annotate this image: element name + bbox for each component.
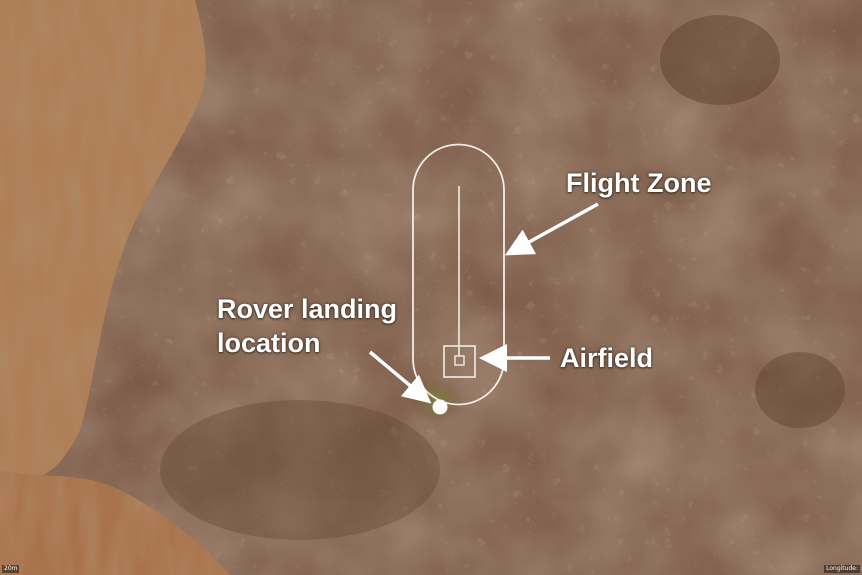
coordinate-readout: Longitude:	[824, 565, 860, 573]
rover-landing-label-line1: Rover landing	[217, 294, 398, 324]
flight-zone-label: Flight Zone	[566, 168, 712, 198]
flight-zone-arrow	[504, 202, 599, 256]
airfield-label: Airfield	[560, 343, 654, 373]
airfield-outer-box	[443, 345, 476, 378]
airfield-inner-box	[454, 355, 465, 366]
scale-bar-label: 20m	[2, 565, 20, 573]
rover-landing-arrow	[368, 350, 432, 404]
rover-landing-label: Rover landing location	[217, 292, 397, 360]
rover-landing-label-line2: location	[217, 328, 321, 358]
rover-landing-point	[432, 399, 448, 415]
